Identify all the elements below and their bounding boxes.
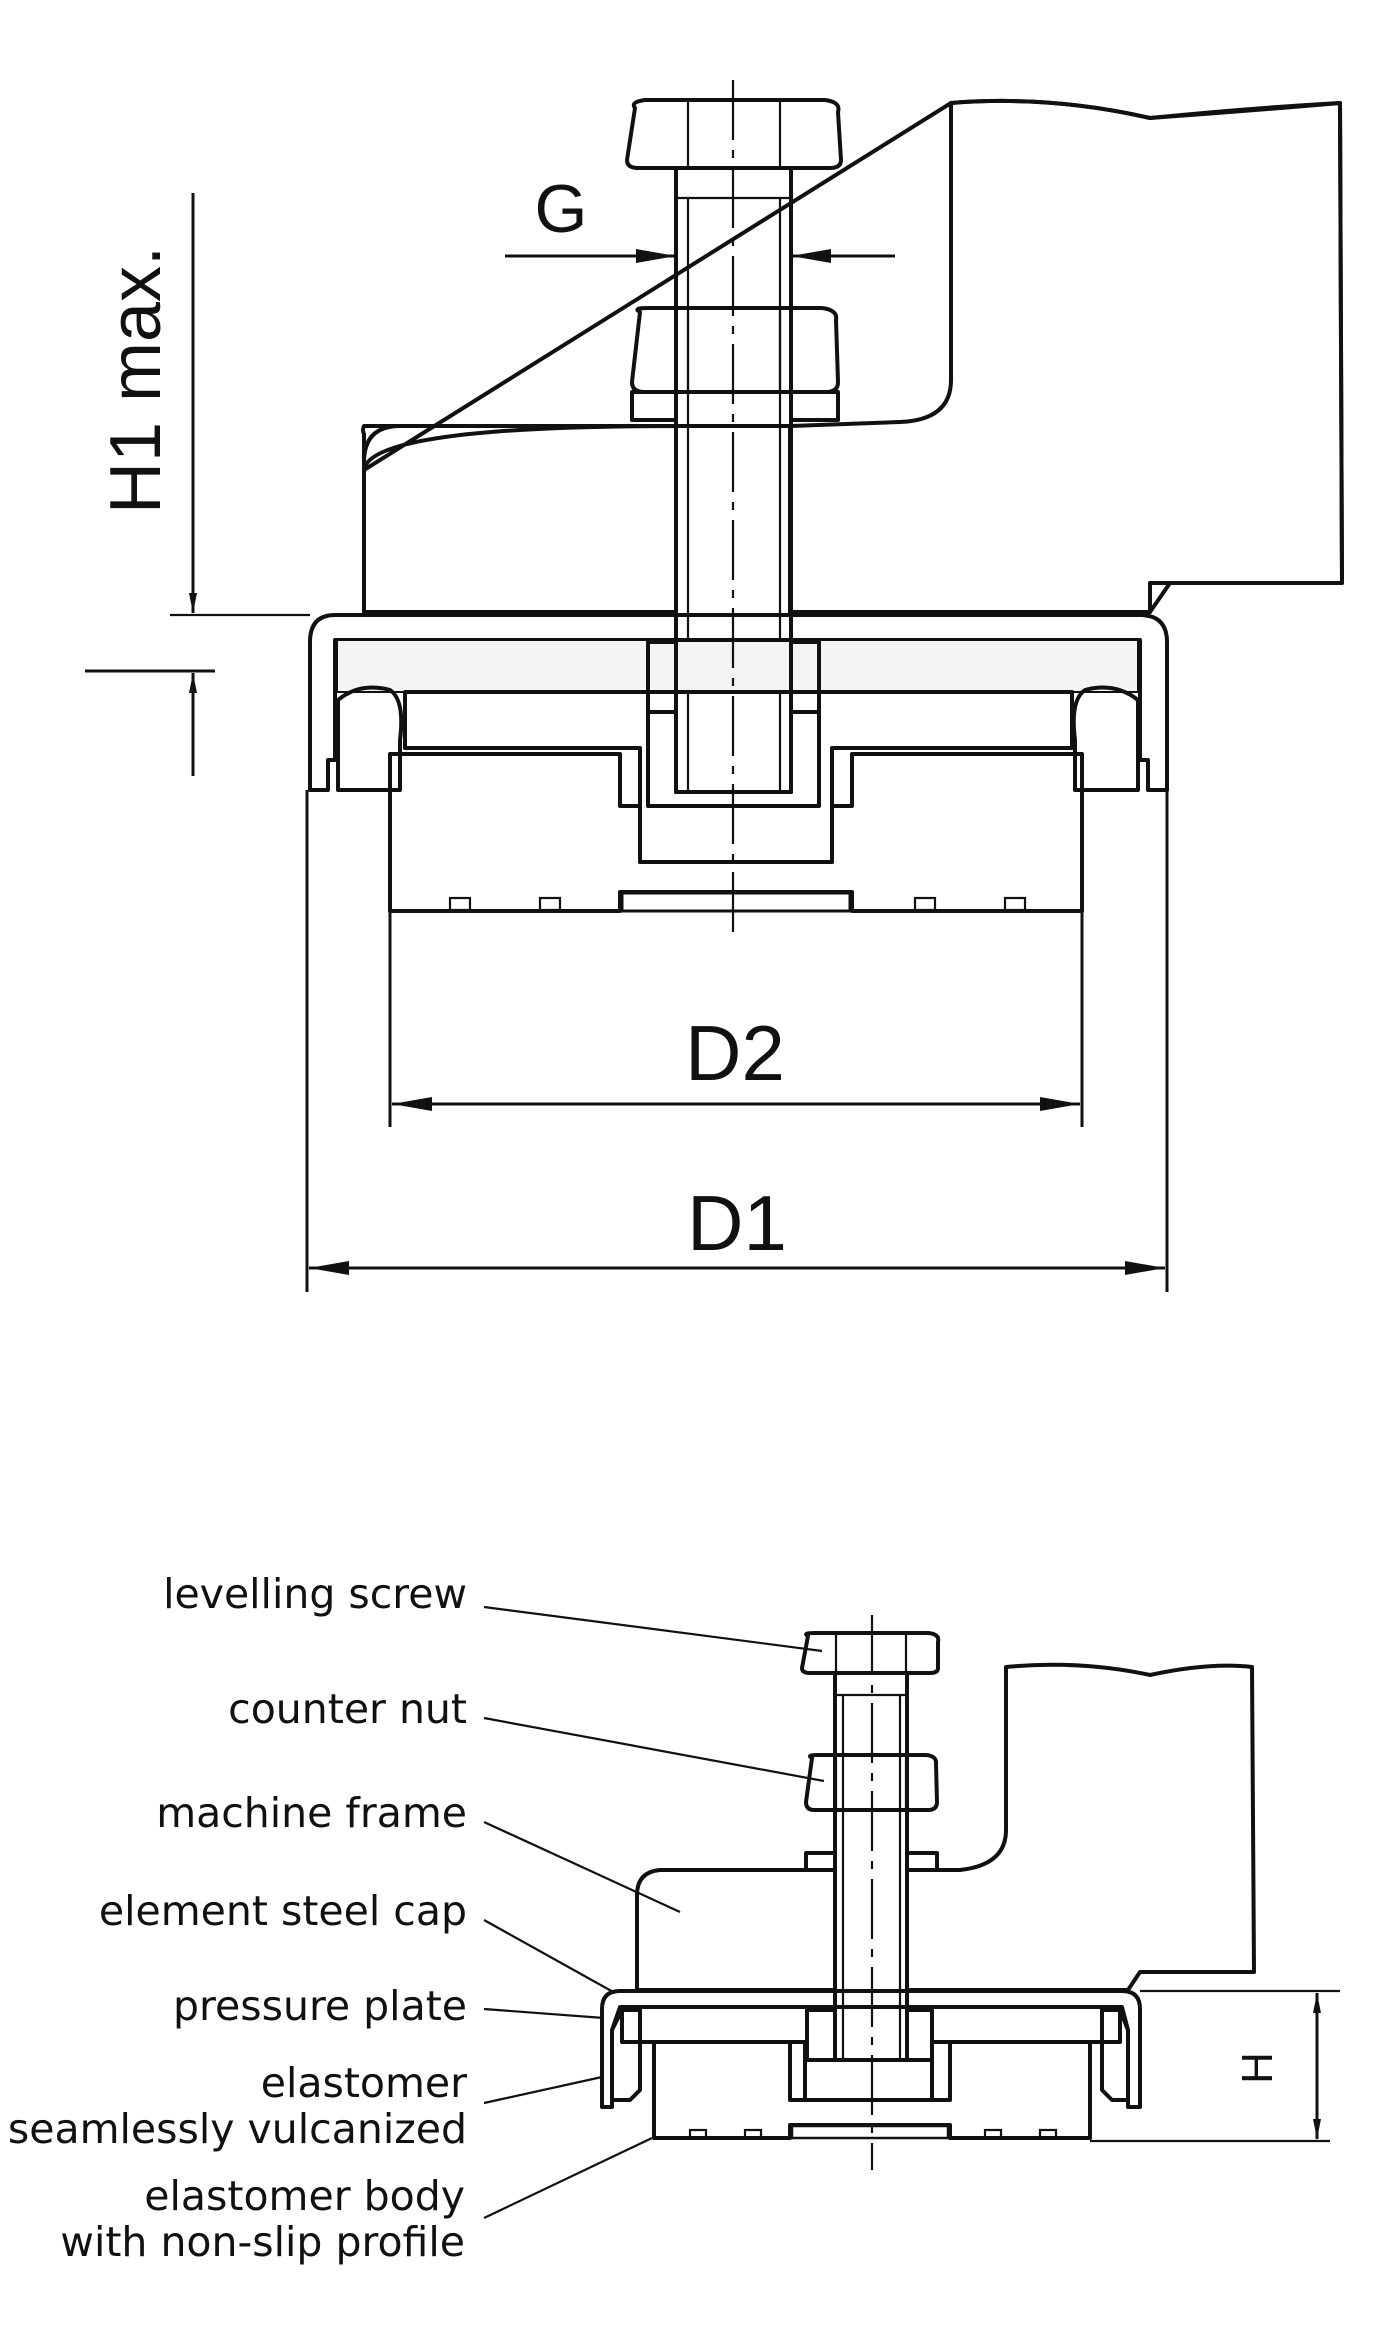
callout-elastomer-line2: seamlessly vulcanized: [8, 2105, 467, 2153]
g-label: G: [535, 171, 588, 247]
leader-machine-frame: [483, 1821, 681, 1913]
callout-elastomer-body-line1: elastomer body: [144, 2172, 465, 2220]
elastomer-body: [388, 752, 1084, 913]
callout-machine-frame: machine frame: [156, 1789, 467, 1837]
levelling-screw-head: [625, 98, 843, 170]
base-recess-bottom: [790, 2124, 950, 2140]
rim-bead-left: [336, 685, 404, 792]
machine-frame-main: [789, 98, 1344, 614]
callout-pressure-plate: pressure plate: [173, 1982, 467, 2030]
bush-left-bottom: [805, 2008, 837, 2062]
callout-levelling-screw: levelling screw: [163, 1570, 467, 1618]
h1-label: H1 max.: [96, 246, 176, 514]
leader-elastomer-body: [483, 2137, 653, 2219]
pressure-plate: [403, 690, 1074, 864]
d2-label: D2: [685, 1009, 785, 1097]
machine-frame-bottom: [905, 1662, 1256, 1992]
leader-counter-nut: [483, 1716, 825, 1783]
washer-left: [630, 390, 678, 422]
leader-element-steel-cap: [483, 1919, 616, 1994]
machine-frame-bottom-left: [635, 1868, 837, 1992]
leader-elastomer-vulcanized: [483, 2075, 603, 2105]
callout-elastomer-body-line2: with non-slip profile: [60, 2218, 465, 2266]
elastomer-body-bottom: [652, 2040, 1092, 2140]
machine-frame: [361, 98, 1344, 614]
bottom-diagram: H levelling screw counter nut machine fr…: [8, 1570, 1340, 2266]
rim-bead-right: [1071, 685, 1140, 792]
h-label: H: [1233, 2052, 1282, 2084]
d1-label: D1: [687, 1179, 787, 1267]
elastomer-layer: [610, 2008, 642, 2102]
cap-cavity: [336, 639, 1139, 693]
washer-right: [789, 390, 840, 422]
element-steel-cap: [308, 613, 1169, 792]
callout-element-steel-cap: element steel cap: [99, 1887, 467, 1935]
callout-elastomer-line1: elastomer: [261, 2059, 467, 2107]
bush-right-bottom: [905, 2008, 934, 2062]
top-diagram: G H1 max. D2 D1: [85, 80, 1344, 1292]
washer-left-bottom: [804, 1851, 837, 1872]
base-recess: [620, 891, 852, 913]
leader-pressure-plate: [483, 2007, 605, 2020]
leader-levelling-screw: [483, 1605, 823, 1653]
callout-labels: levelling screw counter nut machine fram…: [8, 1570, 467, 2266]
washer-right-bottom: [905, 1851, 939, 1872]
machine-frame-left: [362, 424, 678, 614]
callout-leaders: [483, 1605, 825, 2219]
callout-counter-nut: counter nut: [228, 1685, 467, 1733]
levelling-screw-head-bottom: [800, 1631, 941, 1675]
counter-nut-bottom: [804, 1753, 939, 1812]
counter-nut: [630, 306, 840, 394]
